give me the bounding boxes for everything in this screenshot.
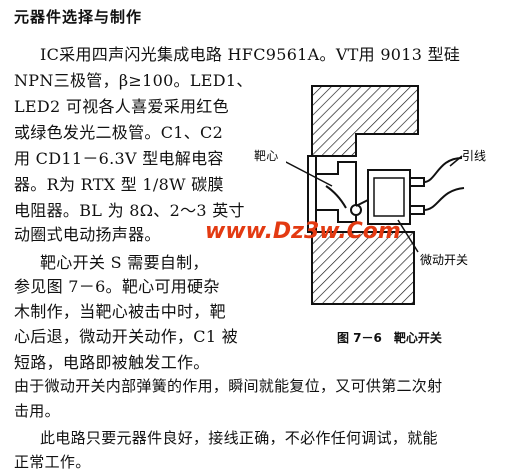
p2-line-5: 短路，电路即被触发工作。: [14, 353, 210, 372]
microswitch-body: [367, 169, 411, 225]
figure-caption: 图 7－6 靶心开关: [337, 331, 442, 345]
p2-line-1: 靶心开关 S 需要自制，: [40, 253, 209, 272]
p2-line-4: 心后退，微动开关动作，C1 被: [14, 327, 239, 346]
terminal-lower: [409, 205, 425, 215]
terminal-upper: [409, 177, 425, 187]
lead-leader: [449, 155, 463, 167]
contact-point: [350, 204, 362, 216]
p3-line-2: 正常工作。: [14, 453, 91, 471]
p1-line-3: LED2 可视各人喜爱采用红色: [14, 97, 229, 116]
contact-lever: [325, 185, 347, 209]
p3-line-1: 此电路只要元器件良好，接线正确，不必作任何调试，就能: [40, 429, 438, 447]
p1-line-2: NPN三极管，β≥100。LED1、: [14, 71, 253, 90]
lower-wood-block: [311, 231, 415, 305]
label-microswitch: 微动开关: [420, 253, 468, 267]
label-lead: 引线: [462, 149, 486, 163]
label-bullseye: 靶心: [254, 149, 279, 163]
microswitch-leader: [397, 219, 419, 253]
p2-line-2: 参见图 7－6。靶心可用硬杂: [14, 277, 220, 296]
p2-line-7: 击用。: [14, 402, 60, 420]
p1-line-8: 动圈式电动扬声器。: [14, 225, 161, 244]
p1-line-1: IC采用四声闪光集成电路 HFC9561A。VT用 9013 型硅: [40, 45, 461, 64]
p1-line-6: 器。R为 RTX 型 1/8W 碳膜: [14, 175, 224, 194]
p1-line-5: 用 CD11－6.3V 型电解电容: [14, 149, 224, 168]
lead-wire-upper: [423, 157, 463, 183]
p1-line-7: 电阻器。BL 为 8Ω、2～3 英寸: [14, 201, 245, 220]
p2-line-3: 木制作，当靶心被击中时，靶: [14, 302, 226, 321]
watermark: www.Dz3w.Com: [205, 219, 401, 244]
lead-wire-lower: [423, 187, 465, 211]
bullseye-switch-figure: 引线 微动开关: [286, 85, 486, 305]
bullseye-leader: [286, 161, 333, 187]
p2-line-6: 由于微动开关内部弹簧的作用，瞬间就能复位，又可供第二次射: [14, 377, 443, 395]
upper-wood-block: [311, 85, 419, 157]
bullseye-body: [315, 161, 357, 223]
p1-line-4: 或绿色发光二极管。C1、C2: [14, 123, 224, 142]
section-title: 元器件选择与制作: [14, 8, 143, 26]
